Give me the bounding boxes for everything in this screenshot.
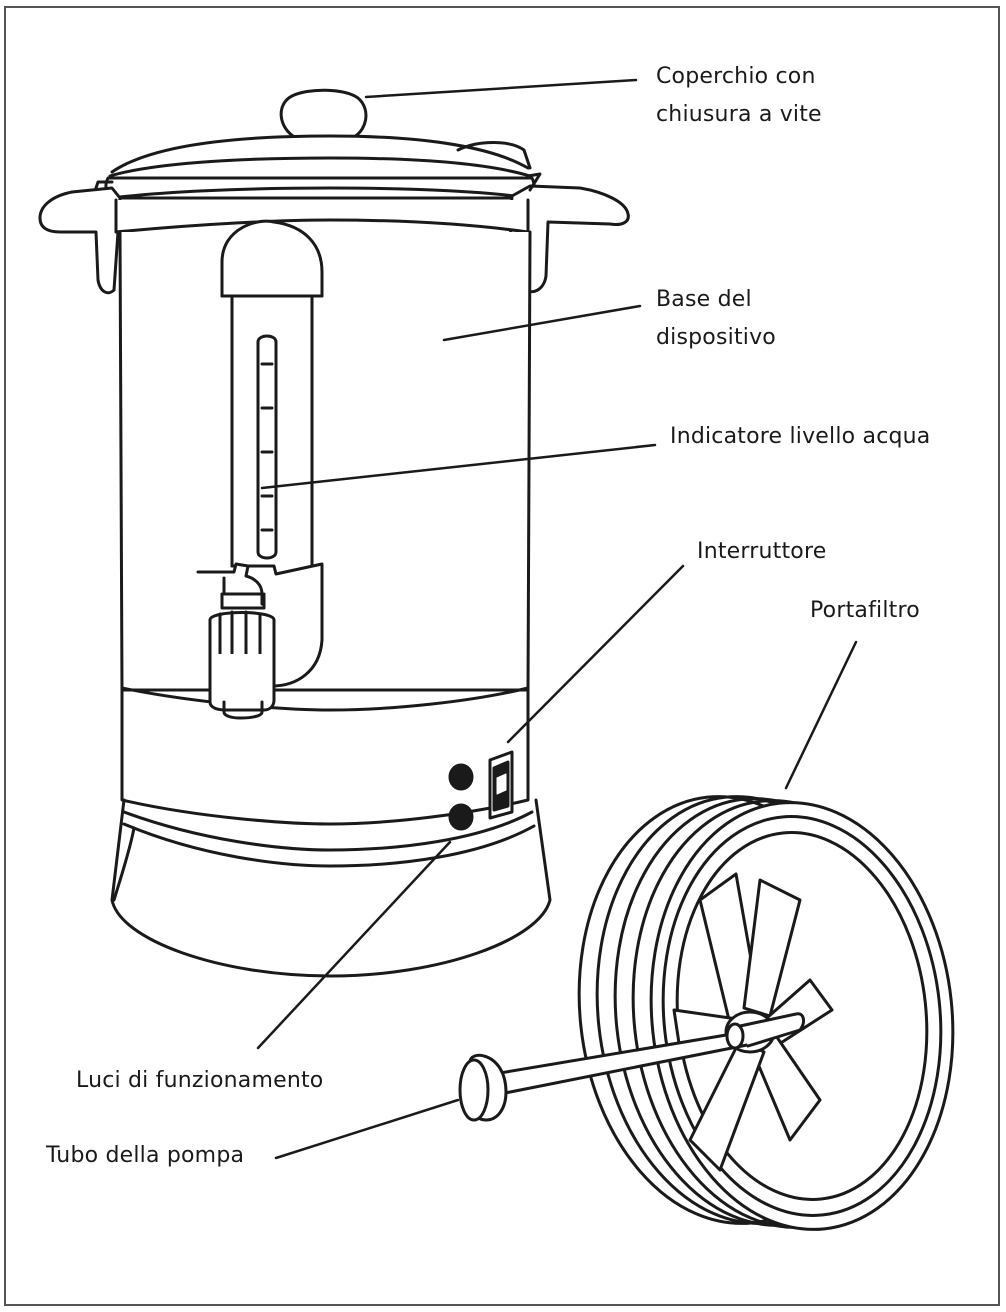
label-pump-tube-text: Tubo della pompa <box>46 1143 245 1168</box>
label-lights-text: Luci di funzionamento <box>76 1068 324 1093</box>
label-lid: Coperchio con chiusura a vite <box>656 58 822 134</box>
tap <box>196 562 276 720</box>
leader-switch <box>506 564 685 744</box>
label-base-line1: Base del <box>656 287 752 312</box>
pump-tube <box>458 1012 805 1122</box>
label-switch: Interruttore <box>697 533 826 571</box>
urn-body <box>110 198 552 978</box>
label-water-level: Indicatore livello acqua <box>670 418 931 456</box>
label-lid-line1: Coperchio con <box>656 64 816 89</box>
label-lights: Luci di funzionamento <box>76 1062 323 1100</box>
filter-holder <box>577 795 955 1231</box>
label-pump-tube: Tubo della pompa <box>46 1137 244 1175</box>
operating-lights <box>448 763 474 831</box>
lid <box>104 88 536 200</box>
leader-base <box>442 304 642 342</box>
label-filter-holder-text: Portafiltro <box>810 598 920 623</box>
leader-lights <box>256 840 452 1050</box>
left-handle <box>38 180 122 295</box>
label-lid-line2: chiusura a vite <box>656 102 822 127</box>
leader-lines <box>256 78 858 1160</box>
power-switch <box>488 750 514 820</box>
label-base-line2: dispositivo <box>656 325 776 350</box>
leader-lid <box>364 78 638 99</box>
leader-water-level <box>260 443 657 490</box>
label-water-level-text: Indicatore livello acqua <box>670 424 931 449</box>
label-filter-holder: Portafiltro <box>810 592 920 630</box>
water-level-tube <box>220 219 324 688</box>
leader-pump <box>274 1098 460 1160</box>
label-switch-text: Interruttore <box>697 539 827 564</box>
leader-filter <box>784 640 858 790</box>
label-base: Base del dispositivo <box>656 281 776 357</box>
